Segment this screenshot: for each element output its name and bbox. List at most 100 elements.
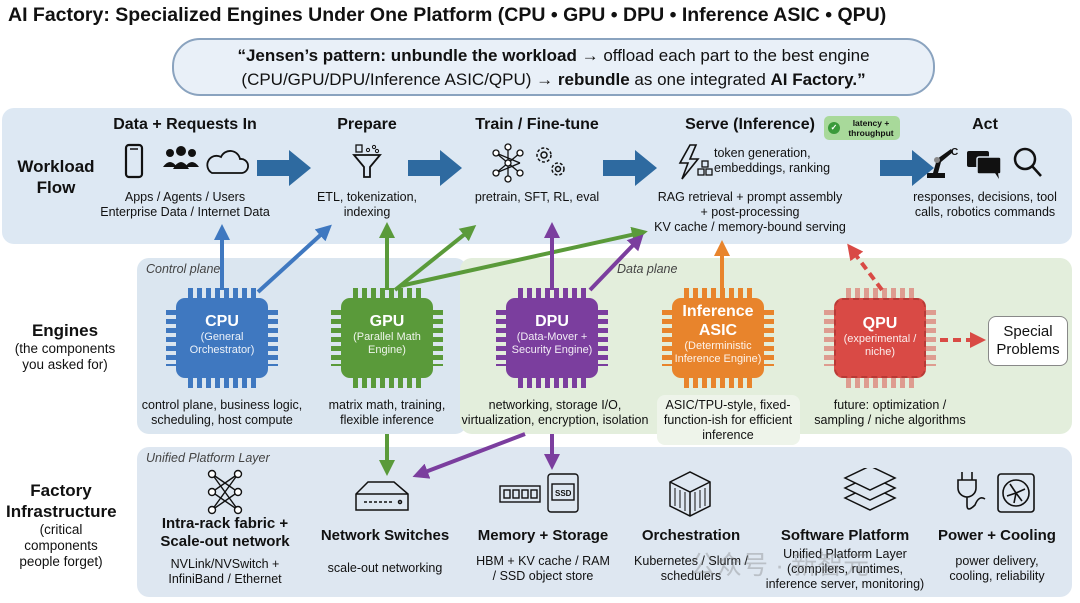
quote-text: as one integrated	[629, 70, 771, 89]
chip-inference-asic: Inference ASIC (Deterministic Inference …	[662, 288, 774, 388]
lightning-icon	[678, 144, 700, 180]
special-problems-box: Special Problems	[988, 316, 1068, 366]
blocks-icon	[697, 160, 713, 176]
latency-throughput-badge: ✓latency +throughput	[824, 116, 900, 140]
chip-subtitle: (Data-Mover + Security Engine)	[511, 331, 593, 356]
stage-title: Train / Fine-tune	[475, 116, 599, 133]
desc-line: control plane, business logic,	[141, 398, 303, 412]
chip-pins	[762, 310, 774, 366]
desc-line: scheduling, host compute	[151, 413, 293, 427]
container-icon	[669, 471, 711, 517]
stage-title: Data + Requests In	[113, 116, 257, 133]
chip-pins	[684, 288, 752, 300]
chip-pins	[846, 376, 914, 388]
chip-pins	[188, 288, 256, 300]
desc-line: Apps / Agents / Users	[124, 190, 246, 204]
infra-title: Memory + Storage	[477, 527, 609, 544]
engine-desc: matrix math, training,flexible inference	[329, 398, 446, 428]
desc-line: NVLink/NVSwitch +	[170, 557, 280, 571]
desc-line: inference server, monitoring)	[765, 577, 925, 591]
chip-name: GPU	[369, 313, 405, 330]
chip-cpu: CPU (General Orchestrator)	[166, 288, 278, 388]
desc-line: indexing	[343, 205, 391, 219]
phone-icon	[124, 143, 144, 179]
engine-desc: future: optimization /sampling / niche a…	[814, 398, 965, 428]
chip-gpu: GPU (Parallel Math Engine)	[331, 288, 443, 388]
chip-pins	[331, 310, 343, 366]
chip-body: DPU (Data-Mover + Security Engine)	[506, 298, 598, 378]
badge-text: throughput	[848, 128, 894, 138]
stage-desc: ETL, tokenization,indexing	[317, 190, 417, 220]
chip-body: Inference ASIC (Deterministic Inference …	[672, 298, 764, 378]
quote-banner: “Jensen’s pattern: unbundle the workload…	[172, 38, 935, 96]
desc-line: schedulers	[660, 569, 722, 583]
desc-line: RAG retrieval + prompt assembly	[657, 190, 843, 204]
act-icons: C	[927, 147, 1042, 179]
infra-desc: NVLink/NVSwitch +InfiniBand / Ethernet	[168, 557, 281, 587]
infrastructure-panel	[137, 447, 1072, 597]
desc-line: scale-out networking	[327, 561, 443, 575]
stage-desc: RAG retrieval + prompt assembly+ post-pr…	[654, 190, 846, 235]
gears-icon	[536, 147, 565, 176]
infra-title: Orchestration	[641, 527, 741, 544]
infra-title: Power + Cooling	[938, 527, 1056, 544]
infrastructure-label: Factory Infrastructure(critical componen…	[6, 480, 117, 570]
stage-title: Prepare	[337, 116, 397, 133]
chip-pins	[596, 310, 608, 366]
quote-bold: AI Factory.”	[770, 70, 866, 89]
chip-pins	[824, 310, 836, 366]
desc-line: embeddings, ranking	[714, 161, 831, 175]
desc-line: InfiniBand / Ethernet	[168, 572, 282, 586]
memory-ssd-icon: SSD	[499, 473, 579, 513]
infra-title: Software Platform	[780, 527, 910, 544]
desc-line: Kubernetes / Slurm /	[634, 554, 748, 568]
serve-icons	[678, 144, 713, 180]
neural-network-icon	[492, 143, 524, 183]
chip-dpu: DPU (Data-Mover + Security Engine)	[496, 288, 608, 388]
serve-side-desc: token generation,embeddings, ranking	[714, 146, 830, 176]
ssd-label: SSD	[555, 489, 572, 498]
svg-text:C: C	[951, 147, 958, 158]
infrastructure-icons: SSD	[207, 468, 1035, 517]
plug-fan-icon	[957, 472, 1035, 513]
engine-desc: control plane, business logic,scheduling…	[142, 398, 303, 428]
chip-pins	[518, 376, 586, 388]
desc-line: (compilers, runtimes,	[787, 562, 903, 576]
cloud-icon	[206, 150, 249, 174]
quote-bold: “Jensen’s pattern: unbundle the workload	[237, 46, 577, 65]
desc-line: Enterprise Data / Internet Data	[100, 205, 270, 219]
infra-desc: scale-out networking	[328, 561, 443, 576]
row-subtitle: (the components you asked for)	[14, 341, 116, 372]
engine-desc: networking, storage I/O,virtualization, …	[462, 398, 649, 428]
special-problems-label: Special Problems	[996, 323, 1060, 358]
users-icon	[163, 146, 199, 169]
layers-icon	[843, 468, 897, 511]
train-icons	[492, 143, 565, 183]
chip-subtitle: (experimental / niche)	[843, 333, 917, 358]
desc-line: calls, robotics commands	[914, 205, 1056, 219]
desc-line: future: optimization /	[833, 398, 947, 412]
title-line: Intra-rack fabric +	[161, 515, 289, 532]
infra-desc: power delivery,cooling, reliability	[949, 554, 1044, 584]
page-title: AI Factory: Specialized Engines Under On…	[8, 4, 887, 26]
infra-desc: HBM + KV cache / RAM/ SSD object store	[476, 554, 610, 584]
quote-text: → offload each part to the best engine	[576, 46, 870, 65]
chip-pins	[431, 310, 443, 366]
chip-subtitle: (Deterministic Inference Engine)	[674, 340, 762, 365]
desc-line: pretrain, SFT, RL, eval	[474, 190, 600, 204]
chip-qpu: QPU (experimental / niche)	[824, 288, 936, 388]
workload-flow-label: Workload Flow	[8, 156, 104, 198]
desc-line: HBM + KV cache / RAM	[476, 554, 610, 568]
chip-name: CPU	[205, 313, 239, 330]
infra-title: Intra-rack fabric +Scale-out network	[160, 515, 289, 551]
chip-pins	[266, 310, 278, 366]
row-title: Workload Flow	[17, 157, 95, 197]
infra-title: Network Switches	[320, 527, 450, 544]
desc-line: sampling / niche algorithms	[814, 413, 966, 427]
infra-desc: Unified Platform Layer(compilers, runtim…	[766, 547, 924, 592]
title-line: Scale-out network	[160, 533, 290, 550]
quote-bold: rebundle	[557, 70, 630, 89]
network-switch-icon	[355, 481, 409, 511]
